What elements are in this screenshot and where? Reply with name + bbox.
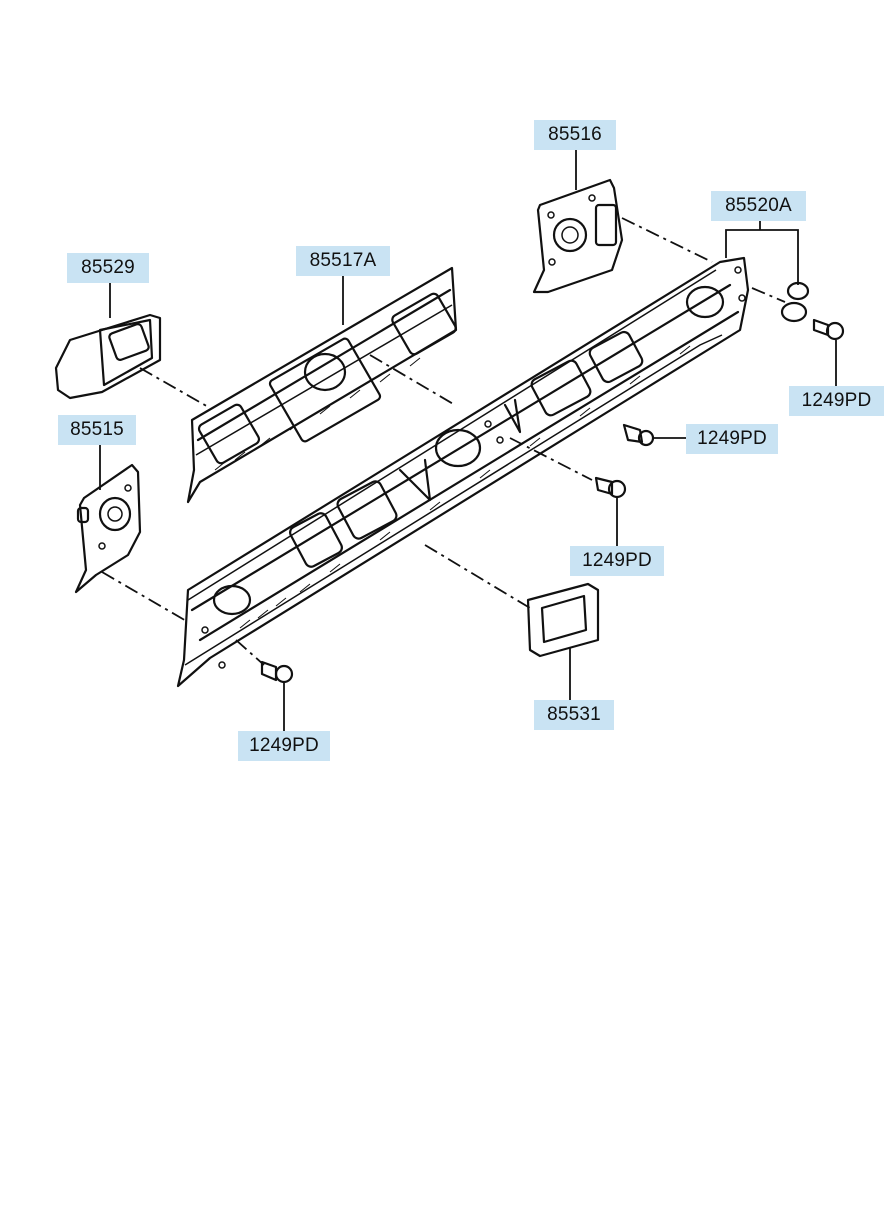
cover-85529 (54, 313, 162, 400)
part-label-85529: 85529 (67, 253, 149, 283)
bolt-mid-right (622, 423, 655, 447)
bracket-85516 (532, 178, 624, 294)
bolt-left (260, 660, 294, 684)
part-label-1249PD-mid-right: 1249PD (686, 424, 778, 454)
leader-lines (99, 150, 837, 731)
bracket-85515 (74, 463, 142, 594)
bolt-right (812, 318, 845, 341)
assembly-lines (101, 217, 786, 666)
part-label-1249PD-center: 1249PD (570, 546, 664, 576)
bolt-center (594, 476, 627, 499)
part-label-85517A: 85517A (296, 246, 390, 276)
grommet-85531 (526, 582, 600, 658)
part-label-1249PD-left: 1249PD (238, 731, 330, 761)
main-rear-panel (176, 256, 750, 688)
upper-panel-85517A (186, 266, 458, 504)
part-label-85515: 85515 (58, 415, 136, 445)
part-label-85516: 85516 (534, 120, 616, 150)
part-label-85531: 85531 (534, 700, 614, 730)
clip-85520A (780, 281, 810, 323)
part-label-1249PD-right: 1249PD (789, 386, 884, 416)
part-label-85520A: 85520A (711, 191, 806, 221)
